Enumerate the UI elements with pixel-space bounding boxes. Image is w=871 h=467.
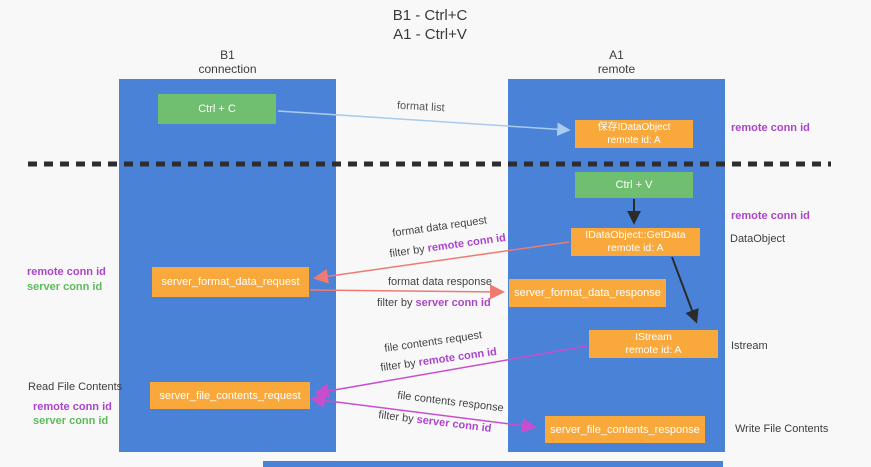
title-line-1: B1 - Ctrl+C bbox=[392, 7, 468, 24]
left-remote-conn-id-annotation: remote conn id bbox=[27, 266, 106, 278]
server-format-data-request-box: server_format_data_request bbox=[152, 267, 309, 297]
remote-conn-id-annotation-mid: remote conn id bbox=[731, 210, 810, 222]
server-file-contents-request-box: server_file_contents_request bbox=[150, 382, 310, 409]
format-data-request-arrow bbox=[313, 241, 570, 284]
istream-box: IStream remote id: A bbox=[589, 330, 718, 358]
diagram-title: B1 - Ctrl+C A1 - Ctrl+V bbox=[300, 6, 560, 44]
format-list-arrow bbox=[277, 110, 571, 137]
istream-line1: IStream bbox=[635, 331, 672, 343]
getdata-to-istream-arrow bbox=[671, 256, 699, 324]
ctrl-v-label: Ctrl + V bbox=[615, 179, 653, 191]
lane-a1-subtitle: remote bbox=[597, 62, 636, 76]
title-line-2: A1 - Ctrl+V bbox=[393, 26, 467, 43]
lane-b1-subtitle: connection bbox=[198, 62, 257, 76]
getdata-line1: IDataObject::GetData bbox=[585, 229, 686, 241]
ctrl-v-box: Ctrl + V bbox=[575, 172, 693, 198]
lane-header-b1: B1 connection bbox=[119, 48, 336, 76]
save-dataobject-box: 保存IDataObject remote id: A bbox=[575, 120, 693, 148]
ctrl-c-box: Ctrl + C bbox=[158, 94, 276, 124]
remote-conn-id-annotation-top: remote conn id bbox=[731, 122, 810, 134]
server-format-data-response-label: server_format_data_response bbox=[514, 287, 661, 299]
lane-header-a1: A1 remote bbox=[508, 48, 725, 76]
save-dataobject-line1: 保存IDataObject bbox=[597, 122, 671, 133]
lane-a1-title: A1 bbox=[609, 48, 624, 62]
left-server-conn-id-annotation-2: server conn id bbox=[33, 415, 109, 427]
left-server-conn-id-annotation: server conn id bbox=[27, 281, 103, 293]
server-file-contents-response-label: server_file_contents_response bbox=[550, 423, 700, 436]
file-contents-request-arrow bbox=[314, 345, 588, 399]
server-format-data-request-label: server_format_data_request bbox=[161, 276, 300, 288]
filter-by-text: filter by bbox=[377, 297, 416, 309]
file-contents-response-arrow bbox=[310, 393, 537, 433]
ctrl-c-label: Ctrl + C bbox=[198, 103, 236, 115]
left-remote-conn-id-annotation-2: remote conn id bbox=[33, 401, 112, 413]
format-data-response-label: format data response bbox=[388, 276, 492, 288]
server-file-contents-response-box: server_file_contents_response bbox=[545, 416, 705, 443]
getdata-line2: remote id: A bbox=[607, 242, 664, 254]
dataobject-annotation: DataObject bbox=[730, 233, 786, 245]
format-data-response-arrow bbox=[309, 284, 505, 300]
server-conn-id-text: server conn id bbox=[415, 297, 491, 309]
lane-b1-title: B1 bbox=[220, 48, 235, 62]
istream-annotation: Istream bbox=[731, 340, 768, 352]
idataobject-getdata-box: IDataObject::GetData remote id: A bbox=[571, 228, 700, 256]
server-format-data-response-box: server_format_data_response bbox=[509, 279, 666, 307]
read-file-contents-annotation: Read File Contents bbox=[28, 381, 123, 393]
write-file-contents-annotation: Write File Contents bbox=[735, 423, 829, 435]
bottom-partial-bar bbox=[263, 461, 723, 467]
istream-line2: remote id: A bbox=[625, 344, 682, 356]
format-data-response-filter: filter by server conn id bbox=[377, 297, 491, 309]
save-dataobject-line2: remote id: A bbox=[607, 135, 661, 146]
server-file-contents-request-label: server_file_contents_request bbox=[159, 389, 301, 402]
format-list-label: format list bbox=[396, 99, 445, 115]
